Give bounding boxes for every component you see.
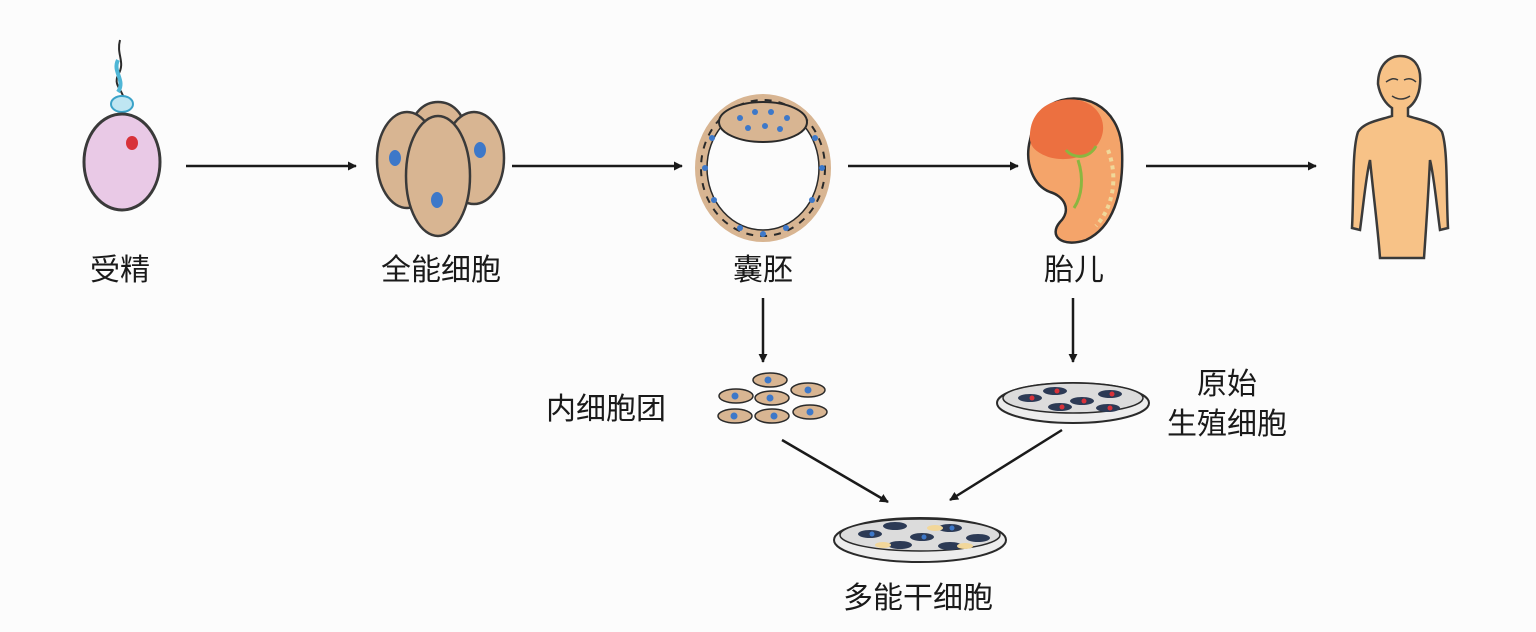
label-fertilization: 受精 [90,253,150,288]
fertilized-egg-icon [82,39,162,212]
arrow-inner-cell-mass-to-stem-cells [781,438,889,504]
label-pluripotent-stem-cells: 多能干细胞 [843,581,993,616]
blastocyst-icon [695,94,831,242]
label-totipotent-cells: 全能细胞 [381,253,501,288]
human-figure-icon [1350,54,1450,260]
arrow-germ-cells-to-stem-cells [949,428,1063,502]
label-primordial-germ-line1: 原始 [1197,367,1257,402]
totipotent-cells-icon [375,100,506,238]
label-primordial-germ-cells: 原始 生殖细胞 [1167,366,1287,444]
stem-cell-dish-icon [833,517,1007,563]
label-inner-cell-mass: 内细胞团 [546,392,666,427]
fetus-icon [1027,97,1124,244]
inner-cell-mass-icon [717,372,828,424]
germ-cell-dish-icon [996,382,1150,424]
label-fetus: 胎儿 [1044,253,1104,288]
label-blastocyst: 囊胚 [733,253,793,288]
label-primordial-germ-line2: 生殖细胞 [1167,407,1287,442]
